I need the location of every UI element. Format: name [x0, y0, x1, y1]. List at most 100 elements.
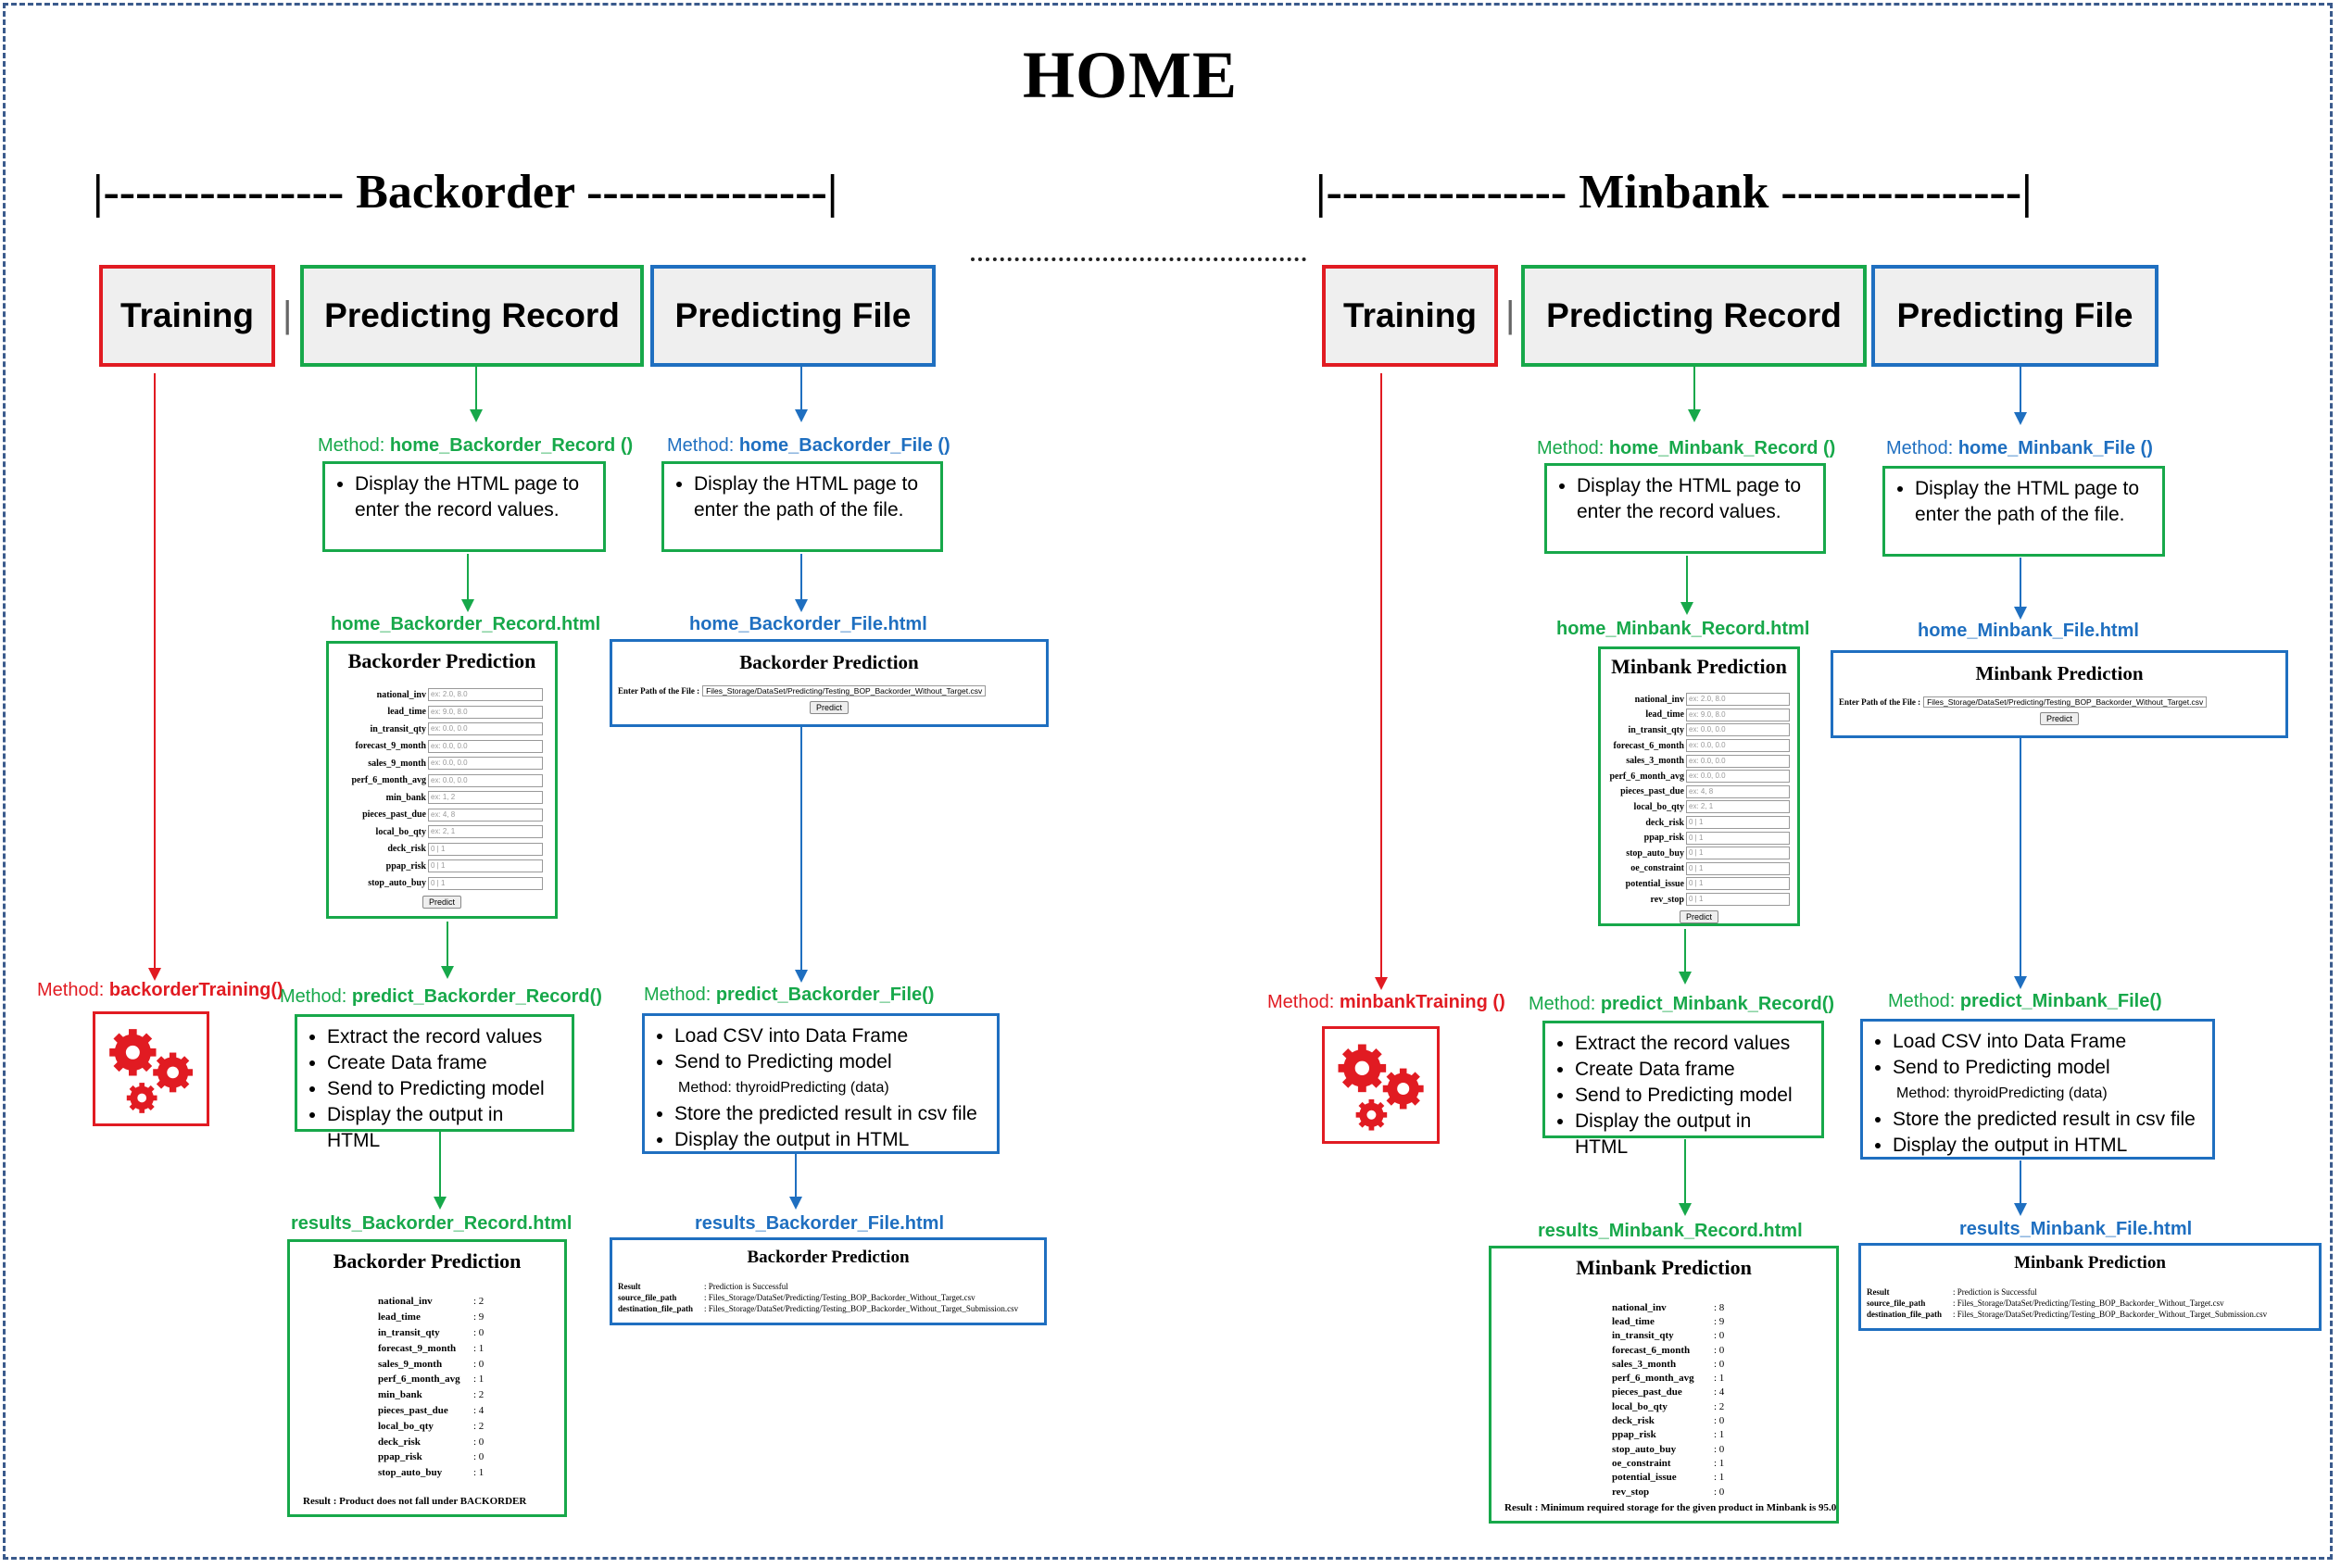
result-value: : 2: [473, 1296, 485, 1308]
field-label: perf_6_month_avg: [351, 775, 426, 786]
field-input[interactable]: ex: 0.0, 0.0: [1686, 770, 1790, 784]
minbank-predicting-file-button[interactable]: Predicting File: [1871, 265, 2159, 367]
result-key: lead_time: [1612, 1315, 1655, 1327]
record-arrow-4-line: [439, 1132, 441, 1198]
field-input[interactable]: 0 | 1: [1686, 861, 1790, 875]
result-value: : 0: [473, 1326, 485, 1338]
result-value: : 0: [1714, 1358, 1725, 1370]
result-value: : 0: [1714, 1330, 1725, 1342]
field-label: ppap_risk: [385, 860, 426, 872]
result-key: pieces_past_due: [1612, 1386, 1682, 1399]
result-key: national_inv: [1612, 1301, 1667, 1313]
result-value: : 1: [473, 1467, 485, 1479]
file-method-label-prefix: Method:: [667, 435, 739, 456]
note-item: Create Data frame: [327, 1050, 559, 1076]
result-key: stop_auto_buy: [1612, 1443, 1677, 1455]
file-form-row: Enter Path of the File :Files_Storage/Da…: [612, 685, 1046, 696]
field-input[interactable]: ex: 0.0, 0.0: [1686, 754, 1790, 768]
field-input[interactable]: ex: 1, 2: [428, 791, 543, 805]
results-file-title: Minbank Prediction: [2014, 1253, 2166, 1273]
result-row: ppap_risk: 0: [378, 1449, 564, 1465]
record-arrow-2-head: [1680, 602, 1693, 615]
field-label: stop_auto_buy: [368, 878, 426, 889]
field-input[interactable]: 0 | 1: [1686, 816, 1790, 830]
result-row: potential_issue: 1: [1612, 1471, 1836, 1485]
minbank-training-button[interactable]: Training: [1322, 265, 1498, 367]
field-input[interactable]: ex: 0.0, 0.0: [428, 757, 543, 771]
training-arrow-head: [148, 968, 161, 981]
field-input[interactable]: ex: 0.0, 0.0: [428, 739, 543, 753]
field-input[interactable]: ex: 2.0, 8.0: [1686, 693, 1790, 707]
note-item: Load CSV into Data Frame: [1893, 1029, 2199, 1055]
result-row: destination_file_path: Files_Storage/Dat…: [1867, 1309, 2319, 1320]
field-input[interactable]: 0 | 1: [1686, 847, 1790, 860]
file-path-label: Enter Path of the File :: [1839, 697, 1921, 707]
result-key: pieces_past_due: [378, 1404, 448, 1416]
backorder-training-button[interactable]: Training: [99, 265, 275, 367]
predict-button[interactable]: Predict: [2039, 712, 2079, 725]
file-arrow-2-head: [795, 599, 808, 612]
field-input[interactable]: 0 | 1: [1686, 893, 1790, 907]
diagram-frame: [3, 3, 2333, 1560]
field-label: sales_9_month: [368, 758, 426, 769]
result-row: Result: Prediction is Successful: [1867, 1286, 2319, 1298]
training-method-label-name: minbankTraining (): [1339, 992, 1505, 1012]
field-input[interactable]: ex: 2, 1: [1686, 800, 1790, 814]
result-key: in_transit_qty: [1612, 1330, 1674, 1342]
field-label: local_bo_qty: [375, 826, 426, 837]
field-label: deck_risk: [1645, 817, 1684, 828]
result-text: : Minimum required storage for the given…: [1531, 1502, 1837, 1513]
predict-file-method-label-prefix: Method:: [1888, 991, 1960, 1011]
file-path-input[interactable]: Files_Storage/DataSet/Predicting/Testing…: [1923, 696, 2208, 708]
result-row: perf_6_month_avg: 1: [1612, 1371, 1836, 1385]
backorder-predicting-record-button[interactable]: Predicting Record: [300, 265, 644, 367]
note-sub-item: Method: thyroidPredicting (data): [1896, 1085, 2108, 1101]
field-input[interactable]: 0 | 1: [1686, 877, 1790, 891]
backorder-predicting-file-button[interactable]: Predicting File: [650, 265, 936, 367]
results-record-html-label: results_Backorder_Record.html: [291, 1213, 573, 1234]
field-input[interactable]: ex: 0.0, 0.0: [428, 773, 543, 787]
result-value: : 0: [473, 1358, 485, 1370]
predict-record-method-label: Method: predict_Backorder_Record(): [280, 986, 602, 1008]
result-value: : 1: [473, 1342, 485, 1354]
predict-button[interactable]: Predict: [809, 701, 849, 714]
result-key: destination_file_path: [1867, 1310, 1943, 1319]
record-arrow-2-line: [467, 554, 469, 600]
result-key: potential_issue: [1612, 1472, 1677, 1484]
field-label: national_inv: [376, 689, 426, 700]
file-note-box: Display the HTML page to enter the path …: [1882, 466, 2165, 557]
predict-button[interactable]: Predict: [422, 896, 461, 909]
field-input[interactable]: ex: 0.0, 0.0: [428, 722, 543, 736]
field-input[interactable]: ex: 0.0, 0.0: [1686, 723, 1790, 737]
field-label: perf_6_month_avg: [1609, 771, 1684, 782]
results-file-html-label: results_Backorder_File.html: [695, 1213, 944, 1234]
field-input[interactable]: ex: 9.0, 8.0: [428, 705, 543, 719]
minbank-predicting-record-button[interactable]: Predicting Record: [1521, 265, 1867, 367]
result-key: oe_constraint: [1612, 1457, 1671, 1469]
note-item: Display the output in HTML: [674, 1127, 984, 1153]
field-label: forecast_6_month: [1613, 740, 1684, 751]
field-input[interactable]: ex: 2, 1: [428, 825, 543, 839]
field-input[interactable]: 0 | 1: [1686, 831, 1790, 845]
file-form-title: Backorder Prediction: [739, 651, 919, 673]
predict-button[interactable]: Predict: [1679, 910, 1718, 924]
field-label: sales_3_month: [1626, 756, 1684, 767]
field-input[interactable]: ex: 0.0, 0.0: [1686, 739, 1790, 753]
field-input[interactable]: ex: 4, 8: [1686, 784, 1790, 798]
field-input[interactable]: ex: 4, 8: [428, 808, 543, 822]
file-path-input[interactable]: Files_Storage/DataSet/Predicting/Testing…: [702, 685, 987, 696]
field-input[interactable]: ex: 2.0, 8.0: [428, 688, 543, 702]
field-input[interactable]: 0 | 1: [428, 842, 543, 856]
field-input[interactable]: 0 | 1: [428, 876, 543, 890]
field-input[interactable]: 0 | 1: [428, 859, 543, 873]
field-input[interactable]: ex: 9.0, 8.0: [1686, 708, 1790, 721]
predict-file-note-box: Load CSV into Data FrameSend to Predicti…: [642, 1013, 1000, 1154]
note-item: Display the HTML page to enter the path …: [1915, 476, 2149, 528]
note-item: Send to Predicting model: [674, 1049, 984, 1075]
